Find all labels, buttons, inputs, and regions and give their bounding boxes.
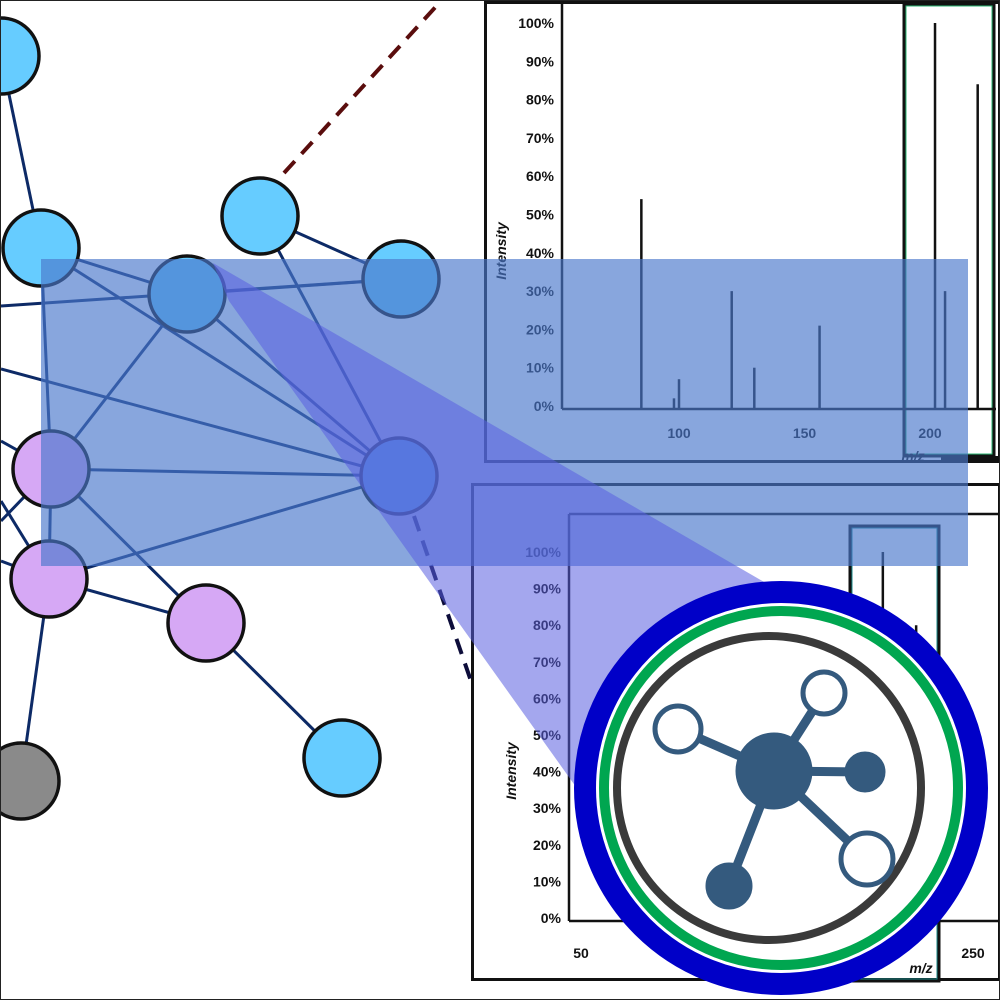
frame-edge (941, 456, 999, 462)
logo-green-ring (599, 606, 963, 970)
y-tick-label: 40% (526, 245, 555, 261)
y-tick-label: 60% (526, 168, 555, 184)
y-tick-label: 100% (518, 15, 554, 31)
network-node (302, 718, 382, 798)
y-tick-label: 90% (526, 53, 555, 69)
y-tick-label: 80% (526, 92, 555, 108)
y-tick-label: 40% (533, 764, 562, 780)
y-tick-label: 0% (541, 910, 562, 926)
y-tick-label: 20% (533, 837, 562, 853)
x-axis-label: m/z (909, 960, 932, 976)
network-node (166, 583, 246, 663)
y-tick-label: 50% (526, 207, 555, 223)
y-tick-label: 70% (526, 130, 555, 146)
y-axis-label: Intensity (503, 741, 519, 800)
x-tick-label: 50 (573, 945, 589, 961)
dashed-link (282, 1, 443, 175)
y-tick-label: 10% (533, 873, 562, 889)
logo-inner-ring (613, 632, 925, 944)
network-node (1, 16, 41, 96)
network-hub-icon (652, 669, 896, 910)
x-tick-label: 250 (961, 945, 985, 961)
network-node (1, 741, 61, 821)
y-tick-label: 30% (533, 800, 562, 816)
network-node (220, 176, 300, 256)
